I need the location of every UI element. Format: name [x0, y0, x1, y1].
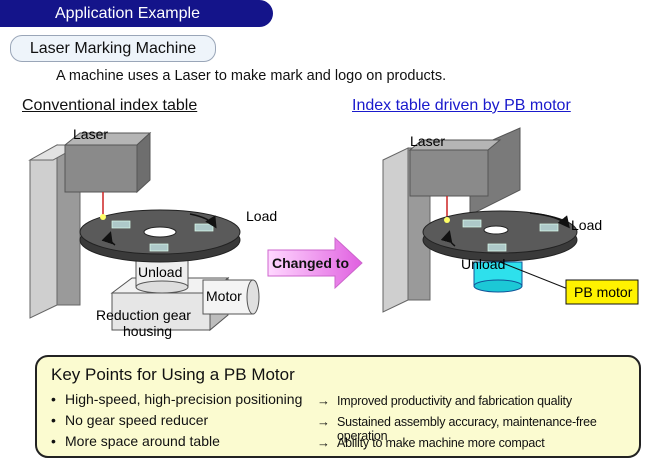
bullet: •: [51, 433, 56, 449]
key-point-text: No gear speed reducer: [65, 412, 209, 428]
machine-title: Laser Marking Machine: [10, 35, 216, 62]
conventional-title: Conventional index table: [22, 97, 198, 114]
pb-motor-title[interactable]: Index table driven by PB motor: [352, 97, 571, 114]
right-laser-assembly: [382, 127, 521, 313]
right-laser-label: Laser: [410, 133, 445, 149]
right-load-label: Load: [571, 217, 602, 233]
key-point-row: • More space around table: [51, 433, 220, 453]
left-gear-label-1: Reduction gear: [96, 307, 191, 323]
key-result-text: Sustained assembly accuracy, maintenance…: [337, 415, 597, 443]
key-point-row: • High-speed, high-precision positioning: [51, 391, 302, 411]
result-arrow: →: [317, 393, 330, 408]
pb-motor: [473, 261, 523, 293]
application-example-banner: Application Example: [0, 0, 273, 27]
pb-motor-label: PB motor: [574, 284, 633, 300]
key-point-text: High-speed, high-precision positioning: [65, 391, 303, 407]
result-arrow: →: [317, 435, 330, 450]
pb-motor-label-box: [565, 279, 639, 305]
left-gear-label-2: housing: [123, 323, 172, 339]
key-result-text: Ability to make machine more compact: [337, 436, 545, 450]
changed-to-arrow: [267, 236, 363, 290]
key-point-text: More space around table: [65, 433, 220, 449]
bullet: •: [51, 391, 56, 407]
key-points-title: Key Points for Using a PB Motor: [51, 365, 295, 384]
left-index-table: [79, 209, 241, 263]
right-index-table: [422, 210, 578, 290]
result-arrow: →: [317, 414, 330, 429]
left-laser-assembly: [28, 131, 152, 319]
key-point-row: • No gear speed reducer: [51, 412, 208, 432]
left-motor: [202, 279, 260, 315]
key-result-text: Improved productivity and fabrication qu…: [337, 394, 572, 408]
left-load-label: Load: [246, 208, 277, 224]
key-points-box: Key Points for Using a PB Motor • High-sp…: [35, 355, 641, 458]
bullet: •: [51, 412, 56, 428]
changed-to-label: Changed to: [272, 255, 349, 271]
left-motor-label: Motor: [206, 288, 242, 304]
right-unload-label: Unload: [461, 256, 505, 272]
left-laser-label: Laser: [73, 126, 108, 142]
left-unload-label: Unload: [138, 264, 182, 280]
description: A machine uses a Laser to make mark and …: [56, 68, 447, 84]
